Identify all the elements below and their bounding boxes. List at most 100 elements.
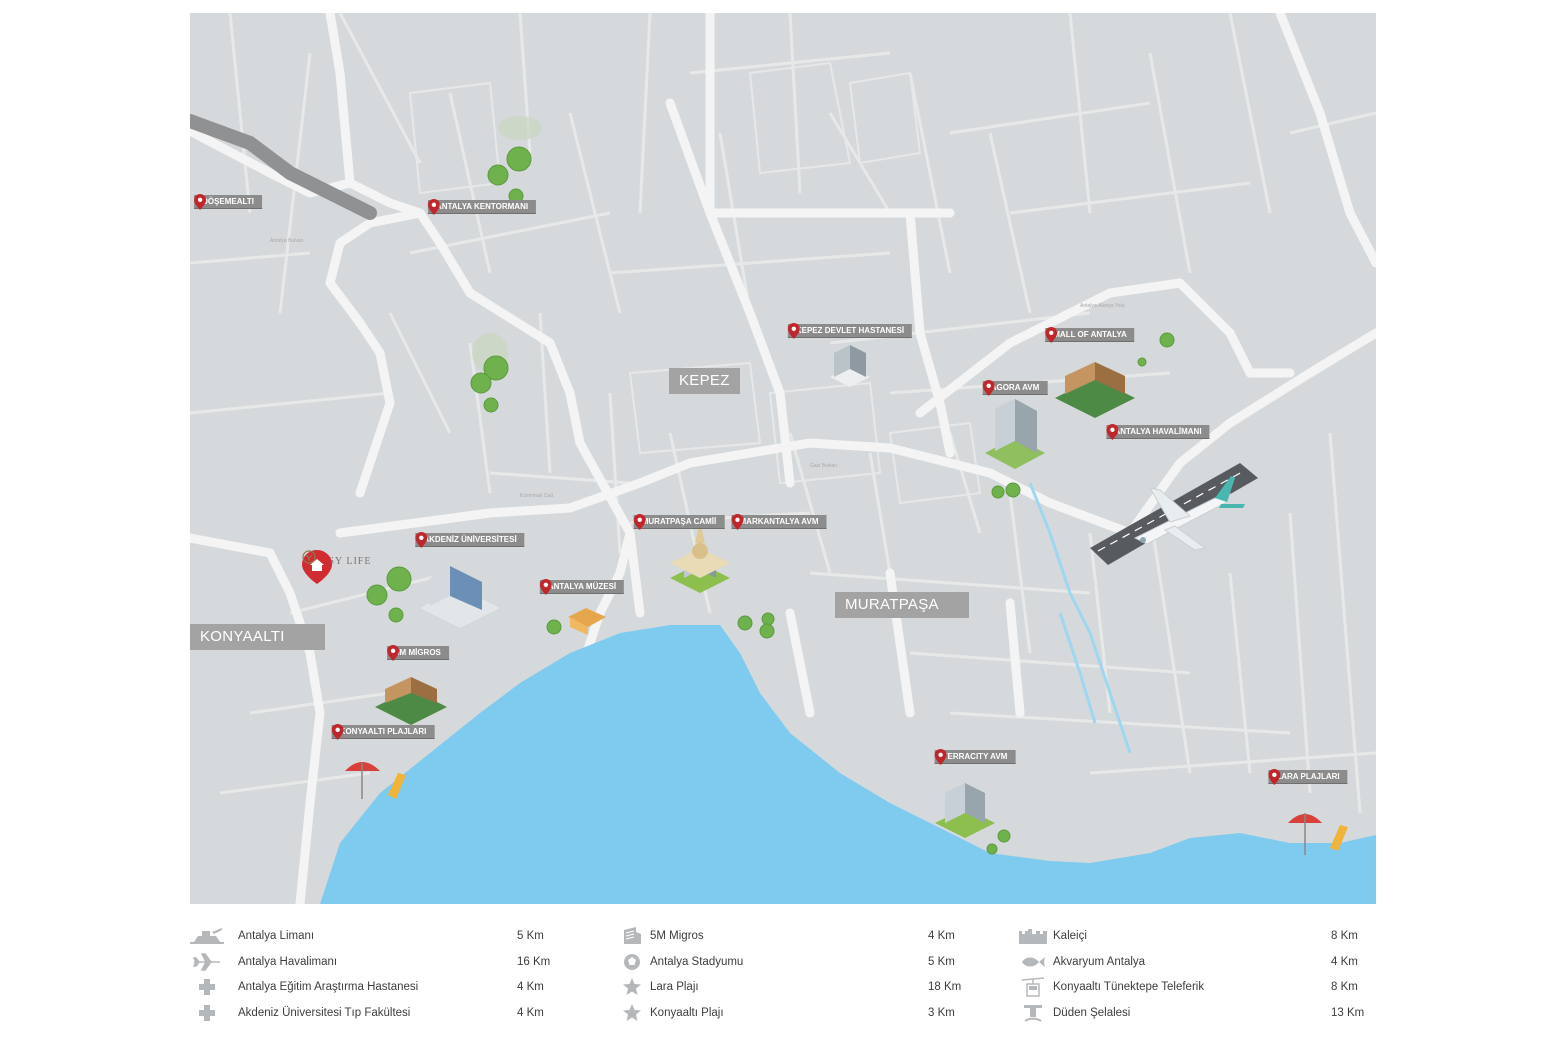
poi-label: DÖŞEMEALTI — [194, 195, 262, 209]
legend-item[interactable]: Lara Plajı 18 Km — [615, 978, 975, 996]
map-canvas — [190, 13, 1376, 904]
map-pin-icon — [1106, 424, 1119, 440]
legend-item-distance: 4 Km — [928, 930, 955, 942]
poi-label: ANTALYA MÜZESİ — [539, 580, 625, 594]
brand-logo-icon — [302, 550, 316, 564]
legend-item[interactable]: Akdeniz Üniversitesi Tıp Fakültesi 4 Km — [190, 1004, 550, 1022]
legend-item[interactable]: Konyaaltı Tünektepe Teleferik 8 Km — [1016, 977, 1376, 997]
poi-dosemealti[interactable]: DÖŞEMEALTI — [194, 194, 262, 210]
map-pin-icon — [731, 514, 744, 530]
legend-item-name: Konyaaltı Plajı — [650, 1007, 724, 1019]
district-label: MURATPAŞA — [845, 596, 939, 613]
legend-item[interactable]: Antalya Havalimanı 16 Km — [190, 953, 550, 971]
castle-icon — [1016, 927, 1050, 945]
fish-icon — [1016, 953, 1050, 971]
airplane-illustration — [1133, 476, 1245, 551]
poi-label: ANTALYA HAVALİMANI — [1106, 425, 1210, 439]
legend-item-distance: 16 Km — [517, 956, 551, 968]
poi-label: AKDENİZ ÜNİVERSİTESİ — [415, 533, 525, 547]
brand-name: COSY LIFE — [312, 556, 372, 567]
poi-kepez-devlet-hastanesi[interactable]: KEPEZ DEVLET HASTANESİ — [787, 323, 913, 339]
legend-item-distance: 4 Km — [517, 1007, 544, 1019]
poi-antalya-muzesi[interactable]: ANTALYA MÜZESİ — [539, 579, 625, 595]
legend-item-distance: 5 Km — [517, 930, 544, 942]
map-pin-icon — [1045, 327, 1058, 343]
legend-item[interactable]: Antalya Stadyumu 5 Km — [615, 953, 975, 971]
legend-item-name: Kaleiçi — [1053, 930, 1087, 942]
poi-5m-migros[interactable]: 5M MİGROS — [387, 645, 449, 661]
legend-item-name: Düden Şelalesi — [1053, 1007, 1131, 1019]
legend-item-name: Antalya Stadyumu — [650, 956, 744, 968]
legend-item[interactable]: 5M Migros 4 Km — [615, 927, 975, 945]
legend-item-name: Konyaaltı Tünektepe Teleferik — [1053, 981, 1205, 993]
district-muratpasa[interactable]: MURATPAŞA — [835, 592, 969, 618]
poi-lara-plajlari[interactable]: LARA PLAJLARI — [1268, 769, 1348, 785]
legend-item-name: Antalya Havalimanı — [238, 956, 338, 968]
legend-item-distance: 8 Km — [1331, 981, 1358, 993]
hospital-cross-icon — [190, 978, 224, 996]
map-pin-icon — [194, 194, 207, 210]
legend-item-name: Antalya Limanı — [238, 930, 315, 942]
city-map[interactable]: Antalya Bulvarı Kızılırmak Cad. Gazi Bul… — [190, 13, 1376, 904]
map-pin-icon — [633, 514, 646, 530]
poi-label: 5M MİGROS — [387, 646, 449, 660]
poi-label: LARA PLAJLARI — [1268, 770, 1348, 784]
legend-item[interactable]: Düden Şelalesi 13 Km — [1016, 1004, 1376, 1022]
map-pin-icon — [982, 380, 995, 396]
beach-illustrations — [345, 762, 1348, 855]
legend-item[interactable]: Kaleiçi 8 Km — [1016, 927, 1376, 945]
stadium-ball-icon — [615, 953, 649, 971]
legend-item[interactable]: Konyaaltı Plajı 3 Km — [615, 1004, 975, 1022]
legend-item-name: Antalya Eğitim Araştırma Hastanesi — [238, 981, 419, 993]
poi-label: ANTALYA KENTORMANI — [427, 200, 537, 214]
poi-mall-of-antalya[interactable]: MALL OF ANTALYA — [1045, 327, 1135, 343]
legend-item-distance: 18 Km — [928, 981, 962, 993]
poi-label: MARKANTALYA AVM — [731, 515, 827, 529]
poi-konyaalti-plajlari[interactable]: KONYAALTI PLAJLARI — [331, 724, 435, 740]
legend-item[interactable]: Antalya Limanı 5 Km — [190, 927, 550, 945]
property-marker[interactable]: COSY LIFE — [302, 550, 382, 584]
airplane-icon — [190, 953, 224, 971]
legend-item-distance: 13 Km — [1331, 1007, 1365, 1019]
poi-markantalya-avm[interactable]: MARKANTALYA AVM — [731, 514, 827, 530]
poi-akdeniz-universitesi[interactable]: AKDENİZ ÜNİVERSİTESİ — [415, 532, 525, 548]
poi-label: TERRACITY AVM — [934, 750, 1016, 764]
poi-antalya-havalimani[interactable]: ANTALYA HAVALİMANI — [1106, 424, 1210, 440]
poi-label: KONYAALTI PLAJLARI — [331, 725, 435, 739]
poi-kent-ormani[interactable]: ANTALYA KENTORMANI — [427, 199, 537, 215]
port-icon — [190, 927, 224, 945]
legend-item-distance: 8 Km — [1331, 930, 1358, 942]
map-pin-icon — [427, 199, 440, 215]
legend-item[interactable]: Akvaryum Antalya 4 Km — [1016, 953, 1376, 971]
poi-muratpasa-camii[interactable]: MURATPAŞA CAMİİ — [633, 514, 725, 530]
cable-car-icon — [1016, 977, 1050, 997]
poi-label: MALL OF ANTALYA — [1045, 328, 1135, 342]
building-illustrations — [375, 345, 1135, 838]
poi-agora-avm[interactable]: AGORA AVM — [982, 380, 1048, 396]
legend-item-distance: 5 Km — [928, 956, 955, 968]
district-kepez[interactable]: KEPEZ — [669, 368, 740, 394]
poi-label: MURATPAŞA CAMİİ — [633, 515, 725, 529]
map-pin-icon — [331, 724, 344, 740]
poi-terracity-avm[interactable]: TERRACITY AVM — [934, 749, 1016, 765]
waterfall-icon — [1016, 1004, 1050, 1022]
distance-legend: Antalya Limanı 5 Km Antalya Havalimanı 1… — [190, 925, 1376, 1025]
legend-item-name: Akdeniz Üniversitesi Tıp Fakültesi — [238, 1007, 411, 1019]
legend-item-name: 5M Migros — [650, 930, 704, 942]
legend-item-distance: 4 Km — [1331, 956, 1358, 968]
map-pin-icon — [1268, 769, 1281, 785]
poi-label: AGORA AVM — [982, 381, 1048, 395]
star-icon — [615, 1004, 649, 1022]
legend-item-distance: 4 Km — [517, 981, 544, 993]
poi-label: KEPEZ DEVLET HASTANESİ — [787, 324, 913, 338]
district-label: KEPEZ — [679, 372, 730, 389]
map-pin-icon — [539, 579, 552, 595]
legend-item-name: Akvaryum Antalya — [1053, 956, 1146, 968]
star-icon — [615, 978, 649, 996]
map-pin-icon — [934, 749, 947, 765]
map-pin-icon — [787, 323, 800, 339]
map-pin-icon — [415, 532, 428, 548]
shopping-building-icon — [615, 927, 649, 945]
district-konyaalti[interactable]: KONYAALTI — [190, 624, 325, 650]
legend-item[interactable]: Antalya Eğitim Araştırma Hastanesi 4 Km — [190, 978, 550, 996]
